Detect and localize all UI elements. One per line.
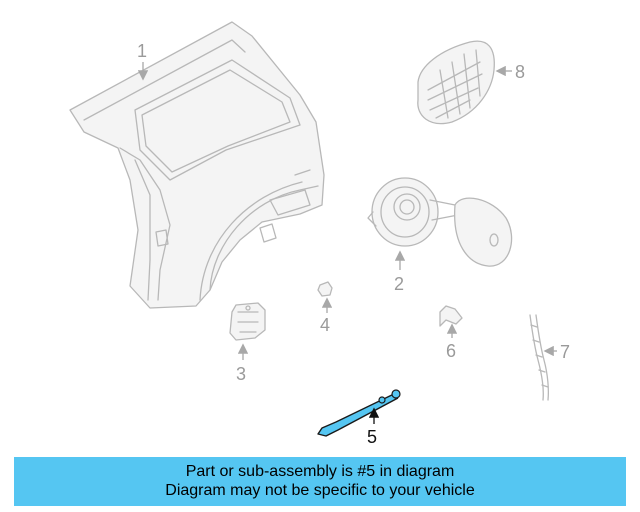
callout-8: 8: [515, 62, 525, 82]
fuel-door-part[interactable]: [367, 177, 513, 267]
callout-6: 6: [446, 341, 456, 361]
vent-grille-part[interactable]: [417, 40, 495, 125]
callout-1: 1: [137, 41, 147, 61]
bracket-part[interactable]: [229, 302, 266, 341]
clip-part-6[interactable]: [439, 305, 463, 327]
info-banner: Part or sub-assembly is #5 in diagram Di…: [14, 457, 626, 506]
parts-diagram: 1 8 2 4 3 6 7 5: [69, 21, 570, 447]
callout-2: 2: [394, 274, 404, 294]
banner-line-1: Part or sub-assembly is #5 in diagram: [185, 463, 455, 480]
callout-3: 3: [236, 364, 246, 384]
highlighted-part-5[interactable]: [317, 389, 401, 437]
seal-strip-part[interactable]: [529, 314, 550, 401]
banner-line-2: Diagram may not be specific to your vehi…: [165, 482, 475, 499]
callout-4: 4: [320, 315, 330, 335]
quarter-panel-part[interactable]: [69, 21, 325, 309]
clip-part-4[interactable]: [317, 281, 333, 297]
callout-7: 7: [560, 342, 570, 362]
callout-5: 5: [367, 427, 377, 447]
